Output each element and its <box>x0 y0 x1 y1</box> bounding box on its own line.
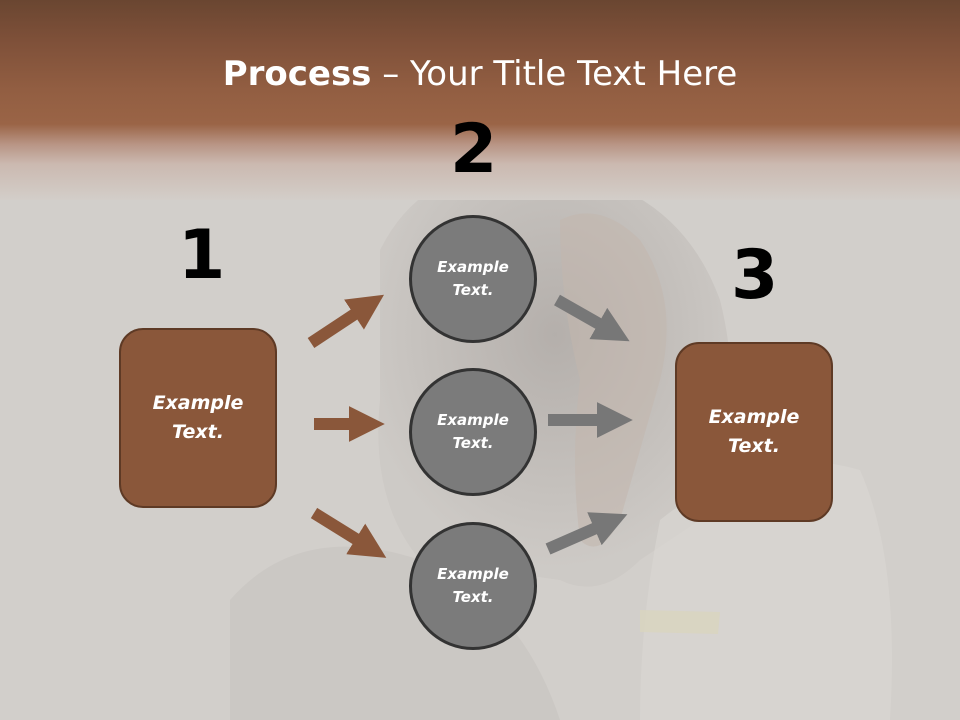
title-band <box>0 0 960 200</box>
slide-title: Process – Your Title Text Here <box>0 54 960 94</box>
circle-bottom-label: Example Text. <box>437 565 509 606</box>
step-3-label: Example Text. <box>708 406 800 457</box>
circle-top-label: Example Text. <box>437 258 509 299</box>
step-number-3: 3 <box>731 236 779 315</box>
arrow-right-down-icon <box>310 507 387 558</box>
step-2-circle-middle: Example Text. <box>409 368 537 496</box>
arrow-right-up-icon <box>307 294 385 349</box>
arrow-right-down-icon <box>554 294 630 342</box>
step-number-2: 2 <box>450 110 498 189</box>
step-number-1: 1 <box>178 216 226 295</box>
step-2-circle-top: Example Text. <box>409 215 537 343</box>
title-rest: – Your Title Text Here <box>371 54 738 94</box>
title-bold: Process <box>222 54 372 94</box>
arrow-right-up-icon <box>545 512 628 555</box>
step-2-circle-bottom: Example Text. <box>409 522 537 650</box>
step-1-box: Example Text. <box>119 328 277 508</box>
circle-middle-label: Example Text. <box>437 411 509 452</box>
step-1-label: Example Text. <box>152 392 244 443</box>
step-3-box: Example Text. <box>675 342 833 522</box>
